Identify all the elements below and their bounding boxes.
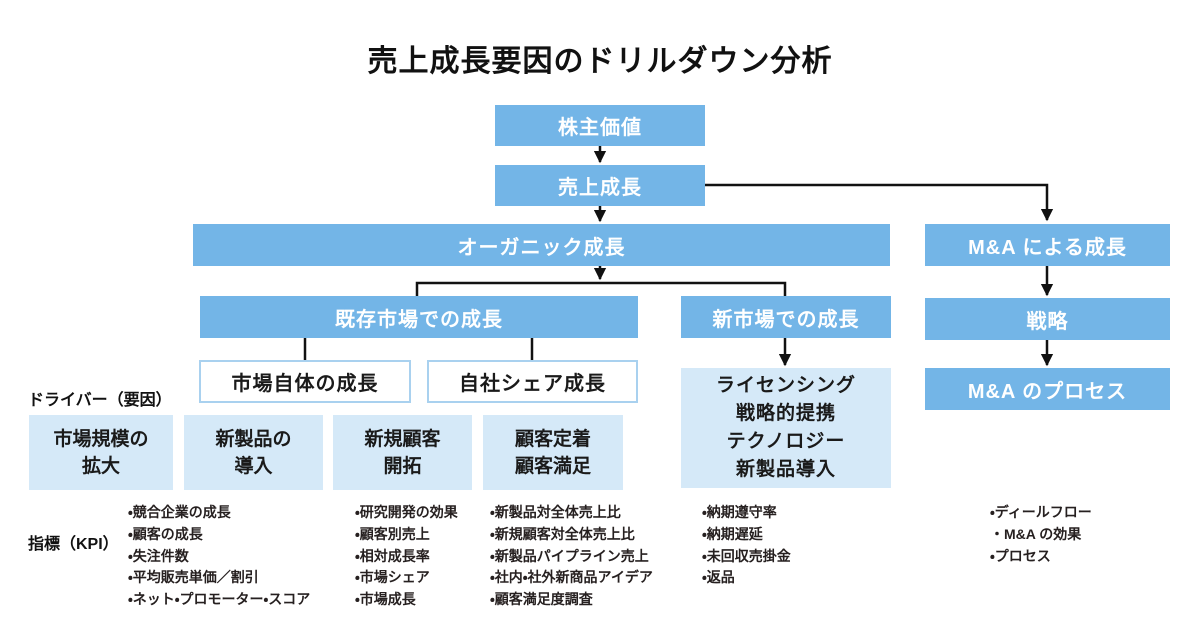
kpi-list-growth: ・研究開発の効果 ・顧客別売上 ・相対成長率 ・市場シェア ・市場成長	[355, 502, 458, 611]
kpi-item: ・失注件数	[128, 547, 189, 564]
kpi-item: ・M&A の効果	[990, 525, 1082, 542]
row-label-kpi: 指標（KPI）	[28, 536, 119, 553]
node-shareholder-value: 株主価値	[495, 105, 705, 146]
kpi-item: ・市場シェア	[355, 569, 430, 586]
kpi-item: ・プロセス	[990, 547, 1051, 564]
node-existing-market-growth: 既存市場での成長	[200, 296, 638, 338]
connector-revenue-to-ma-growth	[705, 183, 1054, 222]
page-title: 売上成長要因のドリルダウン分析	[367, 45, 833, 78]
node-strategy: 戦略	[925, 298, 1170, 340]
connector-organic-split-bar	[415, 281, 787, 296]
node-own-share-growth: 自社シェア成長	[427, 360, 638, 403]
kpi-item: ・平均販売単価／割引	[128, 569, 259, 586]
kpi-item: ・顧客別売上	[355, 525, 430, 542]
node-market-itself-growth: 市場自体の成長	[199, 360, 411, 403]
kpi-item: ・新製品対全体売上比	[490, 504, 621, 520]
kpi-item: ・研究開発の効果	[355, 504, 458, 520]
node-ma-process: M&A のプロセス	[925, 368, 1170, 410]
kpi-item: ・ディールフロー	[990, 504, 1092, 520]
kpi-item: ・返品	[702, 569, 735, 586]
kpi-item: ・納期遵守率	[702, 504, 777, 520]
new-market-driver-line: 戦略的提携	[735, 403, 836, 424]
new-market-driver-line: テクノロジー	[726, 431, 846, 452]
driver-box-line: 市場規模の	[53, 428, 149, 450]
kpi-item: ・競合企業の成長	[128, 504, 231, 520]
driver-box-customer-retention: 顧客定着 顧客満足	[483, 415, 623, 490]
driver-box-line: 新規顧客	[364, 428, 441, 450]
row-label-drivers: ドライバー（要因）	[28, 392, 172, 409]
kpi-item: ・顧客の成長	[128, 525, 203, 542]
driver-box-new-customer: 新規顧客 開拓	[333, 415, 472, 490]
driver-box-new-product: 新製品の 導入	[184, 415, 323, 490]
driver-box-line: 拡大	[81, 455, 120, 477]
kpi-list-ma: ・ディールフロー ・M&A の効果 ・プロセス	[990, 502, 1092, 567]
kpi-list-market: ・競合企業の成長 ・顧客の成長 ・失注件数 ・平均販売単価／割引 ・ネット・プロ…	[128, 502, 310, 611]
driver-box-line: 顧客満足	[514, 455, 591, 477]
driver-box-line: 導入	[234, 455, 273, 477]
new-market-driver-line: 新製品導入	[735, 459, 836, 480]
driver-box-line: 新製品の	[215, 428, 292, 450]
node-organic-growth: オーガニック成長	[193, 224, 890, 266]
kpi-list-delivery: ・納期遵守率 ・納期遅延 ・未回収売掛金 ・返品	[702, 502, 791, 589]
driver-box-market-size: 市場規模の 拡大	[29, 415, 173, 490]
driver-box-line: 顧客定着	[514, 428, 591, 450]
kpi-item: ・新製品パイプライン売上	[490, 547, 649, 564]
kpi-list-new-product: ・新製品対全体売上比 ・新規顧客対全体売上比 ・新製品パイプライン売上 ・社内・…	[490, 502, 653, 611]
kpi-item: ・ネット・プロモーター・スコア	[128, 591, 311, 608]
node-ma-growth: M&A による成長	[925, 224, 1170, 266]
node-new-market-growth: 新市場での成長	[681, 296, 891, 338]
kpi-item: ・未回収売掛金	[702, 547, 791, 564]
kpi-item: ・相対成長率	[355, 547, 430, 564]
new-market-driver-line: ライセンシング	[715, 375, 856, 396]
kpi-item: ・社内・社外新商品アイデア	[490, 569, 653, 586]
node-revenue-growth: 売上成長	[495, 165, 705, 206]
node-new-market-drivers: ライセンシング 戦略的提携 テクノロジー 新製品導入	[681, 368, 891, 488]
kpi-item: ・顧客満足度調査	[490, 591, 593, 608]
kpi-item: ・納期遅延	[702, 525, 763, 542]
driver-box-line: 開拓	[383, 455, 422, 477]
kpi-item: ・市場成長	[355, 591, 416, 608]
kpi-item: ・新規顧客対全体売上比	[490, 525, 635, 542]
